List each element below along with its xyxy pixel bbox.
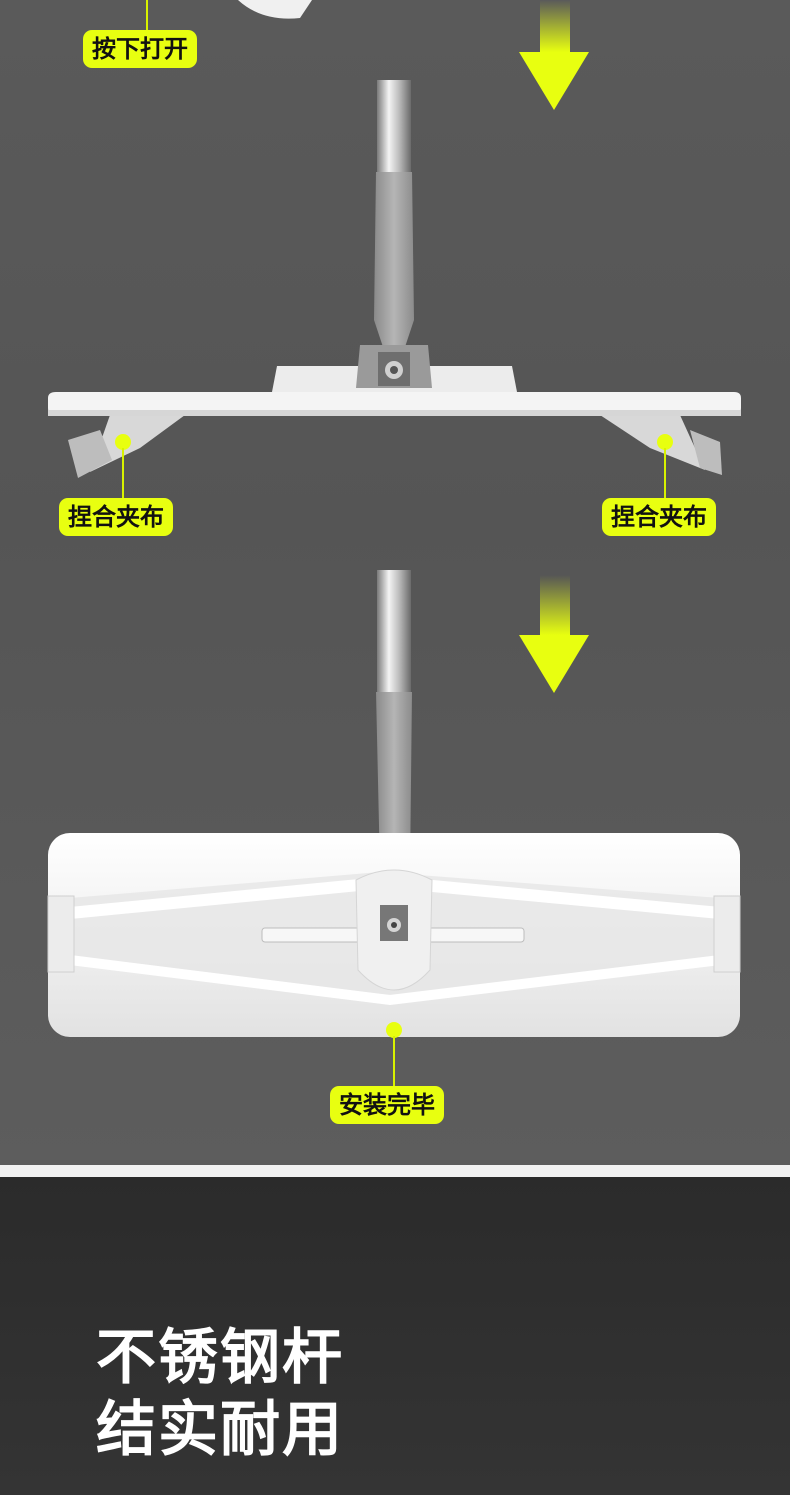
callout-line bbox=[664, 448, 666, 498]
callout-dot bbox=[386, 1022, 402, 1038]
feature-title-line2: 结实耐用 bbox=[96, 1395, 344, 1465]
mop-pole-step1 bbox=[374, 80, 414, 350]
arrow-down-icon bbox=[519, 0, 589, 110]
mop-illustrations bbox=[47, 0, 741, 1037]
callout-line bbox=[393, 1036, 395, 1086]
step2-label-right: 捏合夹布 bbox=[602, 498, 716, 536]
arrow-down-icon bbox=[519, 575, 589, 693]
section-divider bbox=[0, 1165, 790, 1177]
callout-line bbox=[122, 448, 124, 498]
step2-label-left: 捏合夹布 bbox=[59, 498, 173, 536]
mop-clip-partial bbox=[238, 0, 312, 19]
mop-pad-step3 bbox=[47, 833, 741, 1037]
feature-title-line1: 不锈钢杆 bbox=[96, 1323, 344, 1393]
step3-label: 安装完毕 bbox=[330, 1086, 444, 1124]
step1-label: 按下打开 bbox=[83, 30, 197, 68]
callout-dot bbox=[657, 434, 673, 450]
callout-dot bbox=[115, 434, 131, 450]
feature-panel bbox=[0, 1177, 790, 1495]
mop-head-step1 bbox=[48, 345, 741, 478]
mop-pole-step3 bbox=[376, 570, 412, 870]
callout-line bbox=[146, 0, 148, 30]
